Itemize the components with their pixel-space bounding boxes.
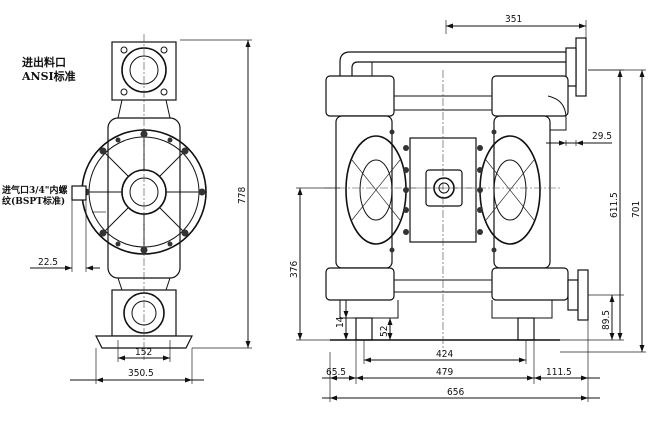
inlet-pipe xyxy=(567,279,579,311)
dim-52: 52 xyxy=(379,326,390,337)
air-inlet-note-line1: 进气口3/4"内螺 xyxy=(2,186,68,196)
dimension-labels: 351 29.5 611.5 701 89.5 778 22.5 376 14 … xyxy=(38,14,642,398)
air-inlet-fitting xyxy=(71,185,87,201)
manifold-top-left xyxy=(325,75,395,117)
bolt-hole xyxy=(120,46,128,54)
outlet-elbow xyxy=(542,95,567,131)
dim-424: 424 xyxy=(436,349,453,360)
air-inlet-note-line2: 纹(BSPT标准) xyxy=(2,197,66,208)
manifold-bottom-right xyxy=(491,267,569,301)
dim-65-5: 65.5 xyxy=(326,367,346,378)
dim-611-5: 611.5 xyxy=(609,192,620,218)
inlet-outlet-note: 进出料口 ANSI标准 xyxy=(22,56,76,84)
dim-111-5: 111.5 xyxy=(546,367,572,378)
left-foot-frame xyxy=(339,300,399,319)
dim-22-5: 22.5 xyxy=(38,257,58,268)
side-view xyxy=(71,34,207,360)
left-foot xyxy=(355,317,373,341)
front-view xyxy=(324,37,589,352)
air-inlet-note: 进气口3/4"内螺 纹(BSPT标准) xyxy=(2,186,68,209)
manifold-top-right xyxy=(491,75,569,117)
bolt-hole xyxy=(160,46,168,54)
dim-152: 152 xyxy=(135,347,152,358)
inlet-outlet-note-line2: ANSI标准 xyxy=(22,69,76,83)
inlet-flange xyxy=(577,269,589,321)
manifold-bottom-left xyxy=(325,267,395,301)
dim-14: 14 xyxy=(335,316,346,328)
left-chamber-bolts xyxy=(389,129,409,253)
dim-479: 479 xyxy=(436,367,453,378)
dim-89-5: 89.5 xyxy=(601,310,612,330)
dim-701: 701 xyxy=(631,201,642,218)
dim-778: 778 xyxy=(237,187,248,204)
side-view-dimensions xyxy=(30,39,252,384)
front-view-dimensions xyxy=(296,20,646,402)
bolt-hole xyxy=(120,88,128,96)
dim-350-5: 350.5 xyxy=(128,368,154,379)
inlet-outlet-note-line1: 进出料口 xyxy=(22,56,66,69)
outlet-pipe xyxy=(339,51,577,76)
dim-376: 376 xyxy=(289,261,300,278)
right-chamber xyxy=(493,115,551,269)
right-foot xyxy=(517,317,535,341)
right-foot-frame xyxy=(491,300,553,319)
dim-656: 656 xyxy=(447,387,464,398)
outlet-flange xyxy=(575,37,587,97)
bolt-hole xyxy=(160,88,168,96)
dim-351: 351 xyxy=(505,14,522,25)
dim-29-5: 29.5 xyxy=(592,131,612,142)
right-chamber-bolts xyxy=(477,129,497,253)
left-chamber xyxy=(335,115,393,269)
